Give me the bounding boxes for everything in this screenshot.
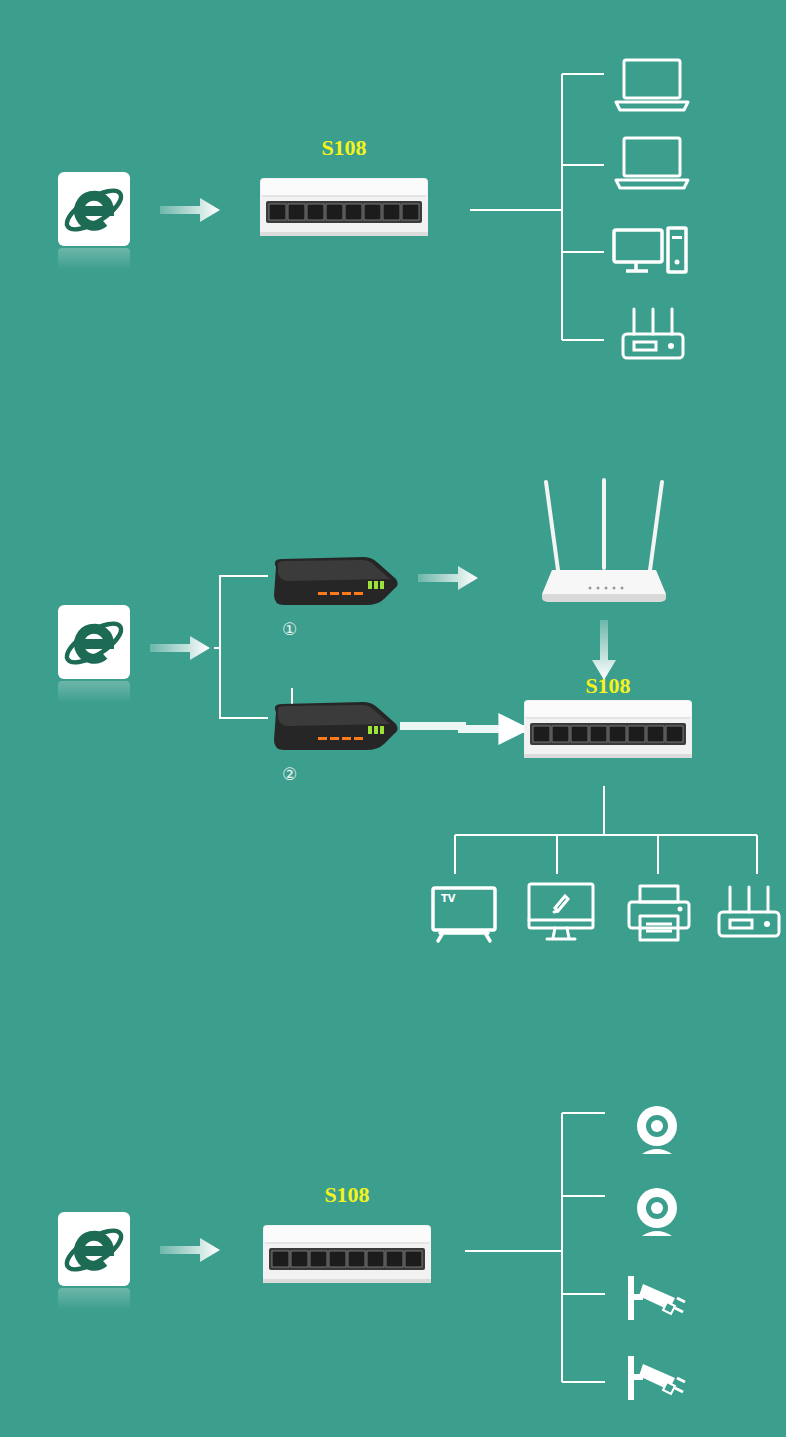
icon-label: TV <box>441 893 456 905</box>
internet-logo <box>58 605 130 703</box>
monitor-icon <box>529 884 593 939</box>
cctv-icon <box>628 1276 685 1320</box>
modem: ② <box>268 700 400 784</box>
switch-graphic <box>263 1225 431 1283</box>
switch-graphic <box>524 700 692 758</box>
desktop-icon <box>614 228 686 272</box>
webcam-icon <box>637 1188 677 1236</box>
flow-arrow <box>418 566 478 590</box>
modem: ① <box>268 555 400 639</box>
network-switch: S108 <box>260 134 428 236</box>
router-icon <box>623 309 683 358</box>
modem-graphic <box>274 557 398 605</box>
flow-arrow <box>160 1238 220 1262</box>
device-label: S108 <box>585 672 630 700</box>
split-wire <box>214 576 268 718</box>
wifi-router <box>542 480 666 602</box>
printer-icon <box>629 886 689 940</box>
modem-body <box>268 555 400 607</box>
callout-number: ② <box>282 764 297 784</box>
internet-logo <box>58 172 130 270</box>
modem-antenna <box>291 688 293 704</box>
switch-body <box>260 178 428 236</box>
device-label: S108 <box>324 1181 369 1209</box>
flow-arrow <box>150 636 210 660</box>
laptop-icon <box>616 138 688 188</box>
bus-wire <box>465 1113 605 1382</box>
switch-body <box>263 1225 431 1283</box>
switch-graphic <box>260 178 428 236</box>
webcam-icon <box>637 1106 677 1154</box>
device-label: S108 <box>321 134 366 162</box>
bus-wire <box>470 74 604 340</box>
laptop-icon <box>616 60 688 110</box>
network-switch: S108 <box>263 1181 431 1283</box>
internet-logo <box>58 1212 130 1310</box>
cctv-icon <box>628 1356 685 1400</box>
network-switch: S108 <box>524 672 692 758</box>
modem-graphic <box>274 702 398 750</box>
tv-icon <box>433 888 495 941</box>
flow-arrow <box>592 620 616 680</box>
modem-body <box>268 700 400 752</box>
flow-arrow <box>160 198 220 222</box>
bus-wire <box>455 786 757 874</box>
switch-body <box>524 700 692 758</box>
callout-number: ① <box>282 619 297 639</box>
flow-arrow <box>400 726 524 729</box>
router-icon <box>719 887 779 936</box>
